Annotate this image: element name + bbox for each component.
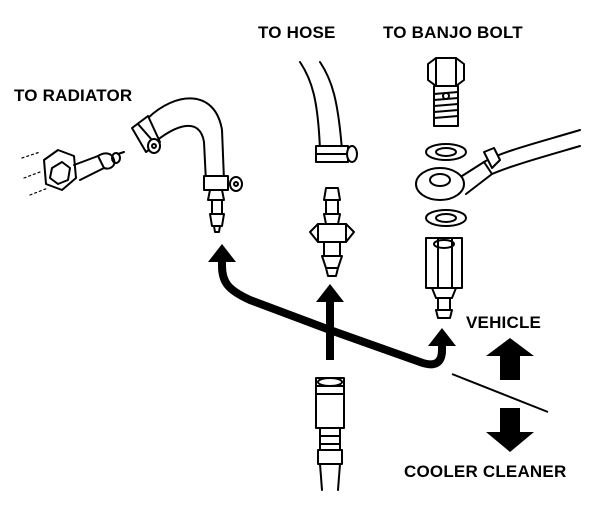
vehicle-label: VEHICLE <box>466 313 542 332</box>
radiator-hose <box>131 97 243 233</box>
arrow-to-radiator <box>208 244 236 262</box>
to-hose-label: TO HOSE <box>258 23 336 42</box>
arrow-to-banjo <box>428 328 456 346</box>
cooler-direction-arrow <box>486 408 534 452</box>
center-hose <box>299 61 358 163</box>
cooler-cleaner-nozzle <box>315 377 345 491</box>
to-radiator-label: TO RADIATOR <box>14 86 133 105</box>
vehicle-cleaner-divider <box>451 373 549 413</box>
center-adapter <box>309 187 355 277</box>
flow-arrowheads <box>208 244 456 346</box>
cooler-cleaner-label: COOLER CLEANER <box>404 462 567 481</box>
vehicle-direction-arrow <box>486 338 534 380</box>
arrow-to-hose <box>316 284 344 302</box>
flow-lines <box>218 260 446 369</box>
to-banjo-bolt-label: TO BANJO BOLT <box>383 23 523 42</box>
radiator-fitting <box>21 149 125 196</box>
banjo-bolt-assembly <box>415 57 581 319</box>
